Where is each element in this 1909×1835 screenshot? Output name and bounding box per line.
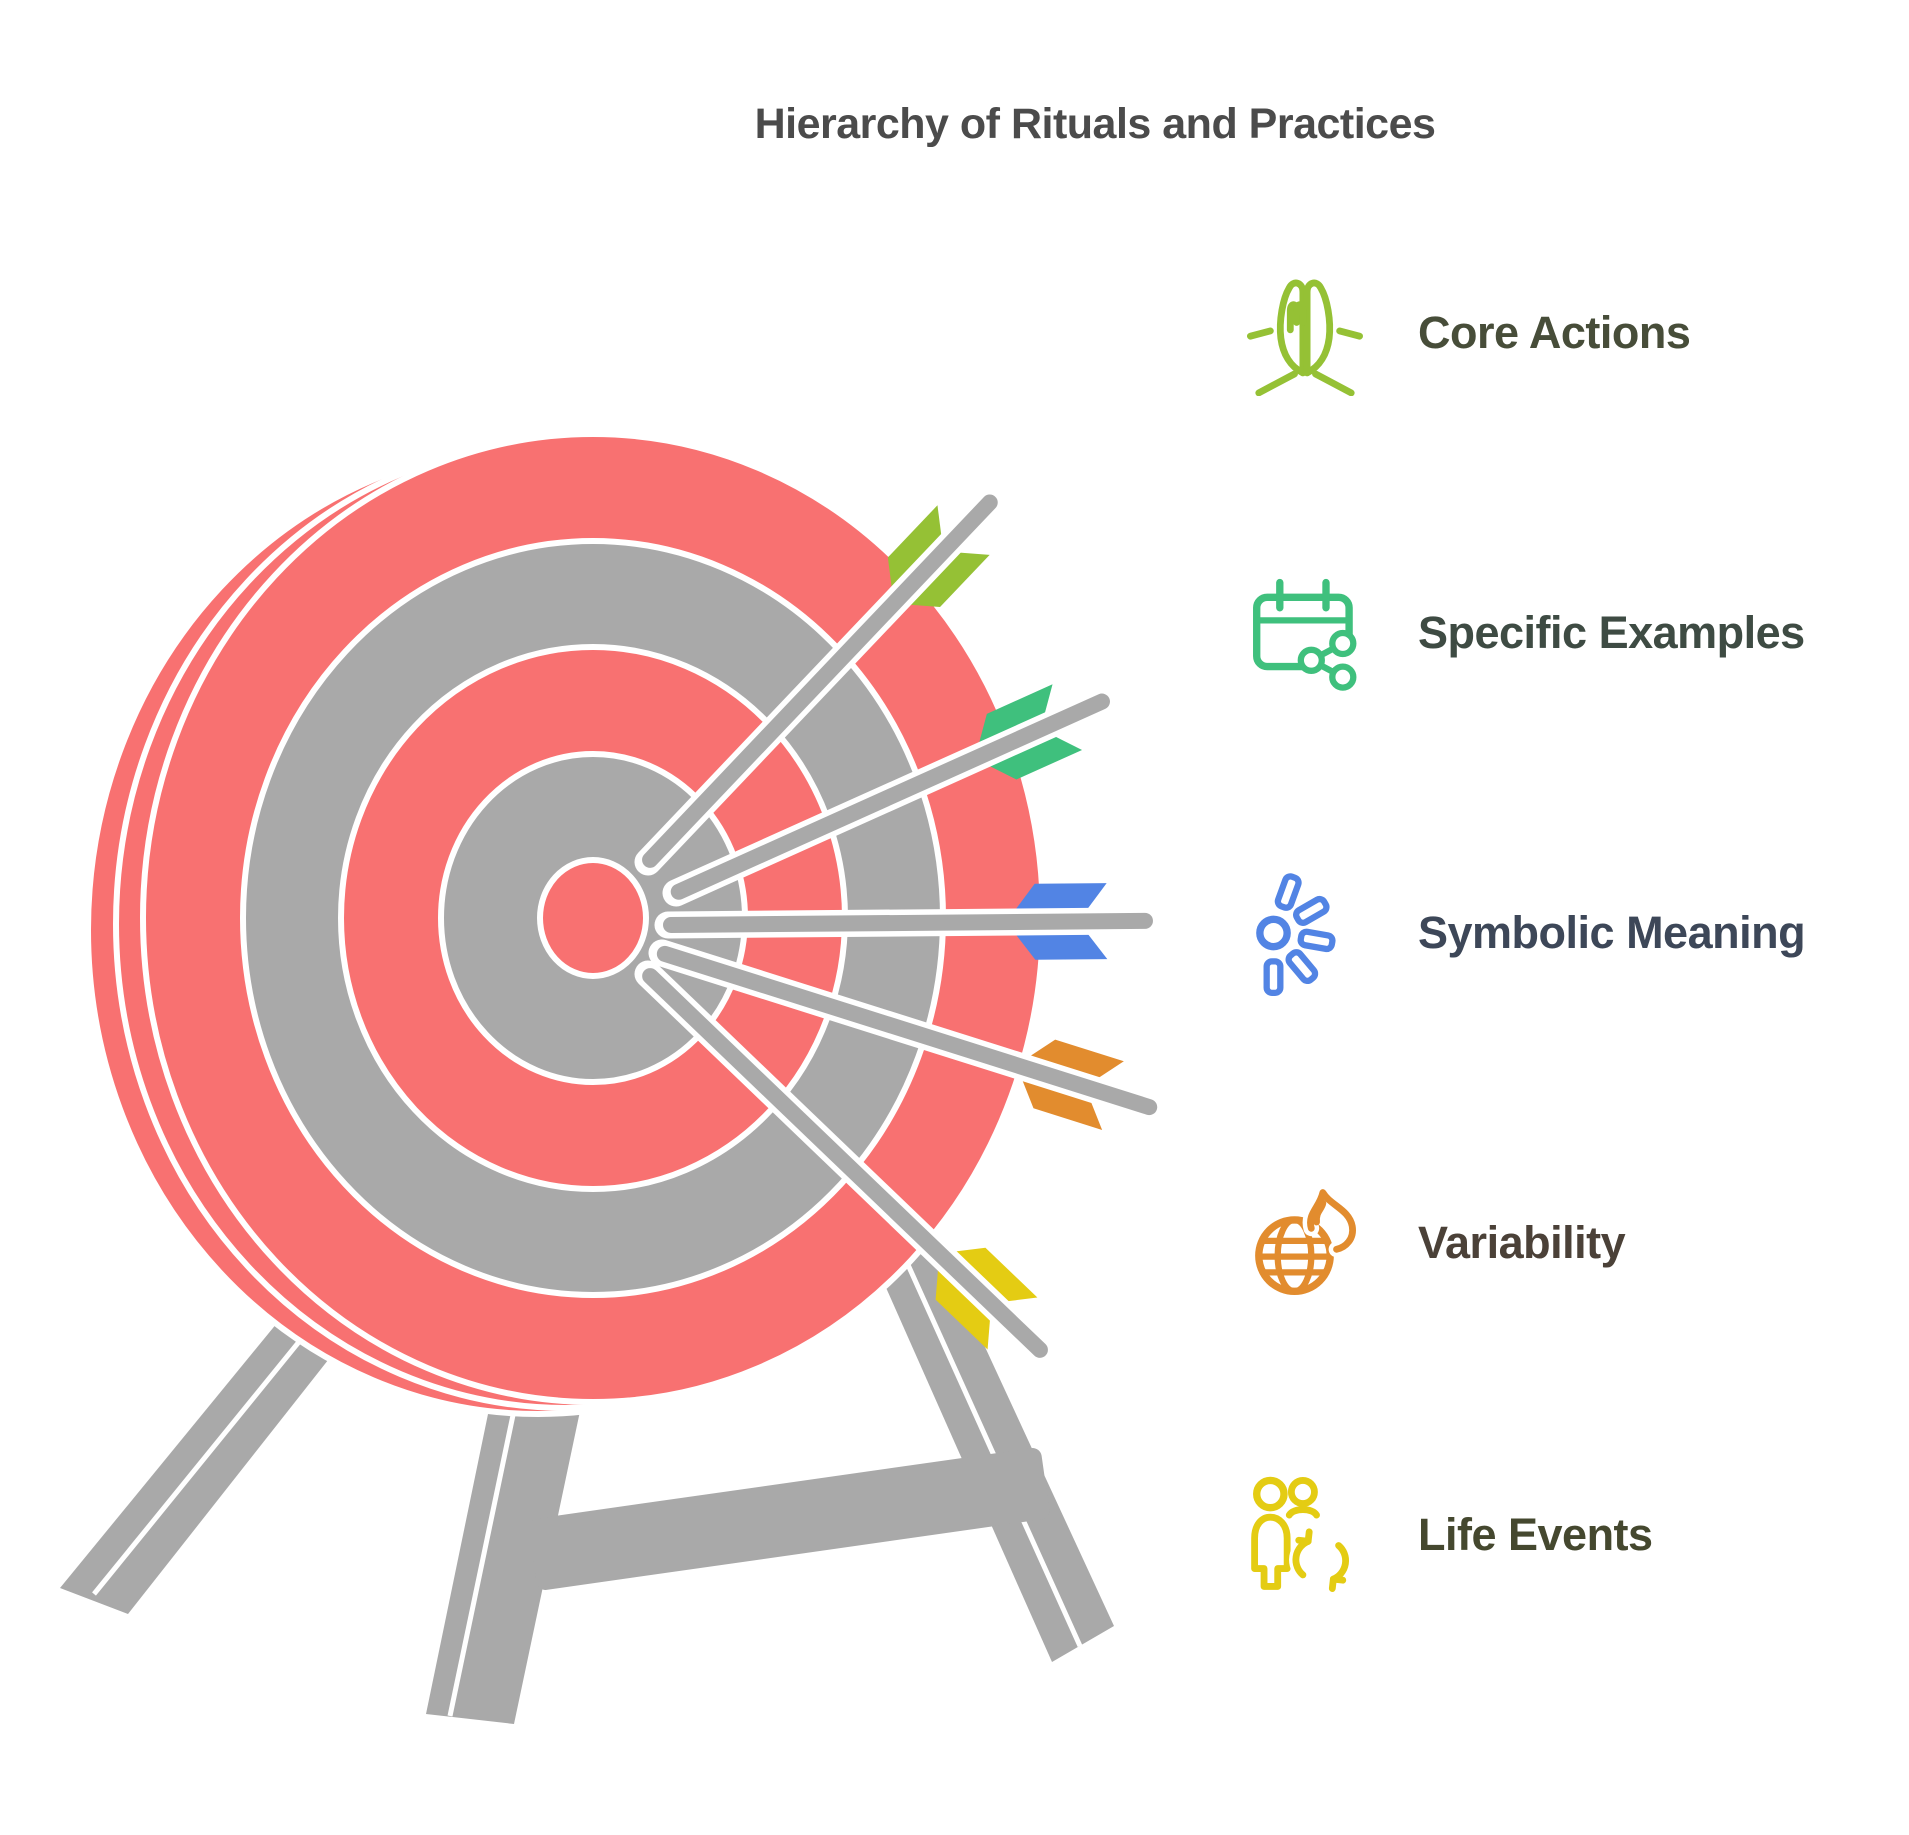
legend-label: Life Events bbox=[1418, 1509, 1653, 1560]
arrows bbox=[634, 486, 1166, 1366]
legend-item-life-events: Life Events bbox=[1240, 1470, 1653, 1600]
legend-item-specific-examples: Specific Examples bbox=[1240, 568, 1805, 698]
legend-label: Variability bbox=[1418, 1217, 1626, 1268]
praying-hands-icon bbox=[1240, 268, 1370, 398]
people-cycle-icon bbox=[1240, 1470, 1370, 1600]
stand-crossbar bbox=[528, 1448, 1050, 1590]
arrow-variability bbox=[648, 939, 1166, 1130]
legend-item-variability: Variability bbox=[1240, 1178, 1626, 1308]
arrow-core-actions bbox=[634, 486, 1006, 876]
bullseye-center bbox=[537, 857, 649, 979]
legend-item-symbolic-meaning: Symbolic Meaning bbox=[1240, 868, 1806, 998]
legend-label: Core Actions bbox=[1418, 307, 1691, 358]
legend-label: Symbolic Meaning bbox=[1418, 907, 1806, 958]
arrow-life-events bbox=[634, 960, 1056, 1366]
legend-item-core-actions: Core Actions bbox=[1240, 268, 1691, 398]
page-title: Hierarchy of Rituals and Practices bbox=[754, 100, 1436, 148]
legend-label: Specific Examples bbox=[1418, 607, 1805, 658]
globe-flame-icon bbox=[1240, 1178, 1370, 1308]
calendar-share-icon bbox=[1240, 568, 1370, 698]
arrow-specific-examples bbox=[662, 684, 1119, 907]
sparkle-burst-icon bbox=[1240, 868, 1370, 998]
arrow-symbolic-meaning bbox=[654, 883, 1162, 960]
